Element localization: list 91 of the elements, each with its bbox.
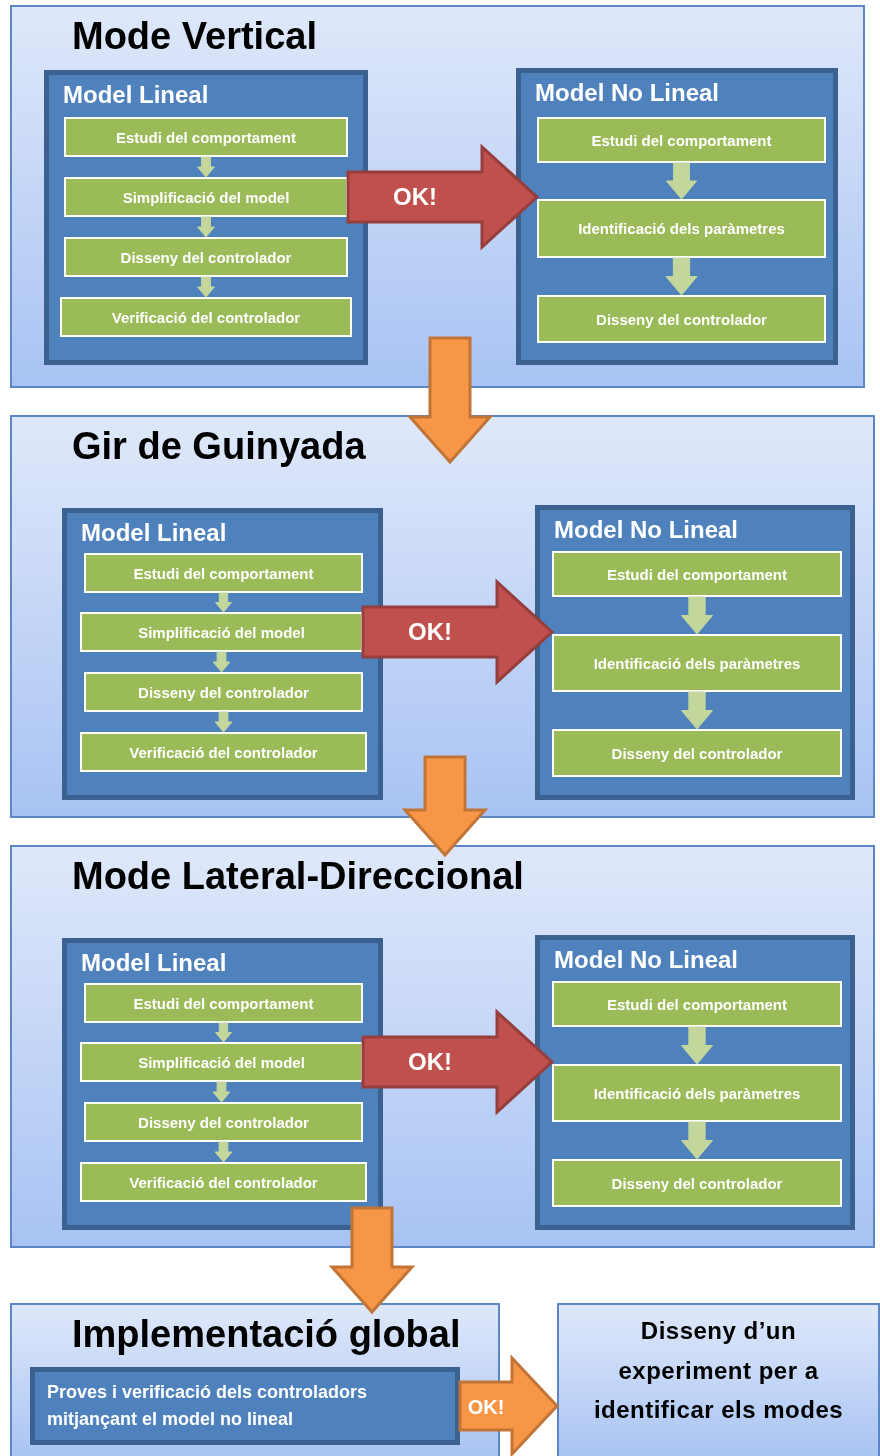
step-label: Verificació del controlador (129, 1173, 318, 1191)
step-label: Disseny del controlador (120, 248, 292, 266)
edge-label: OK! (408, 618, 452, 645)
arrow (212, 651, 231, 673)
process-box (552, 981, 842, 1027)
step-label: Identificació dels paràmetres (578, 220, 785, 237)
arrow (665, 257, 698, 296)
process-box (80, 732, 367, 772)
edge-label: OK! (467, 1396, 505, 1418)
step-label: Verificació del controlador (129, 743, 318, 761)
step-label: Disseny del controlador (138, 683, 309, 701)
model-heading: Model No Lineal (554, 516, 738, 544)
edge-label: OK! (393, 183, 437, 210)
process-box (64, 177, 348, 217)
process-box (80, 1162, 367, 1202)
arrow (197, 156, 215, 178)
step-label: Estudi del comportament (591, 131, 772, 149)
step-label: Disseny del controlador (611, 1174, 783, 1192)
step-label: Simplificació del model (122, 188, 290, 206)
process-box (552, 634, 842, 692)
step-label: Disseny d’un experiment per a identificar els modes (592, 1316, 845, 1426)
process-box (537, 199, 826, 258)
process-box (84, 1102, 363, 1142)
process-box (552, 729, 842, 777)
process-box (552, 1064, 842, 1122)
process-box (30, 1367, 460, 1445)
step-label: Estudi del comportament (607, 565, 787, 583)
section-panel (10, 5, 865, 388)
arrow (215, 592, 232, 613)
step-label: Verificació del controlador (111, 308, 301, 326)
model-panel (62, 938, 383, 1230)
arrow (680, 596, 714, 635)
model-heading: Model Lineal (81, 519, 227, 547)
edge-label: OK! (408, 1048, 452, 1075)
step-label: Disseny del controlador (138, 1113, 309, 1131)
process-box (84, 672, 363, 712)
process-box (537, 117, 826, 163)
arrow (665, 162, 698, 200)
process-box (552, 1159, 842, 1207)
step-label: Estudi del comportament (607, 995, 787, 1013)
model-heading: Model No Lineal (554, 946, 738, 974)
model-panel (535, 505, 855, 800)
arrow (680, 1121, 714, 1160)
arrow (214, 1141, 233, 1163)
step-label: Identificació dels paràmetres (593, 1084, 801, 1102)
model-panel (535, 935, 855, 1230)
step-label: Proves i verificació dels controladors mitjançant el model no lineal (47, 1381, 369, 1431)
arrow (215, 1022, 232, 1043)
step-label: Disseny del controlador (611, 744, 783, 762)
arrow (361, 578, 555, 686)
step-label: Estudi del comportament (133, 994, 314, 1012)
section-title: Implementació global (72, 1313, 461, 1356)
process-box (80, 612, 363, 652)
step-label: Identificació dels paràmetres (593, 654, 801, 672)
arrow (401, 755, 489, 858)
arrow (680, 691, 714, 730)
arrow (214, 711, 233, 733)
step-label: Simplificació del model (138, 623, 305, 641)
model-heading: Model No Lineal (535, 79, 719, 107)
arrow (458, 1354, 560, 1456)
process-box (64, 237, 348, 277)
step-label: Estudi del comportament (133, 564, 314, 582)
arrow (346, 143, 540, 251)
model-panel (516, 68, 838, 365)
step-label: Simplificació del model (138, 1053, 305, 1071)
process-box (64, 117, 348, 157)
section-title: Gir de Guinyada (72, 425, 366, 468)
process-box (557, 1303, 880, 1456)
process-box (60, 297, 352, 337)
arrow (212, 1081, 231, 1103)
process-box (84, 983, 363, 1023)
model-heading: Model Lineal (81, 949, 227, 977)
arrow (197, 216, 215, 238)
process-box (84, 553, 363, 593)
arrow (197, 276, 215, 298)
step-label: Estudi del comportament (116, 128, 296, 146)
section-panel (10, 845, 875, 1248)
section-panel (10, 415, 875, 818)
arrow (328, 1206, 416, 1315)
arrow (406, 336, 494, 465)
model-panel (44, 70, 368, 365)
section-title: Mode Vertical (72, 15, 317, 58)
section-title: Mode Lateral-Direccional (72, 855, 524, 898)
process-box (80, 1042, 363, 1082)
process-box (552, 551, 842, 597)
arrow (680, 1026, 714, 1065)
model-panel (62, 508, 383, 800)
arrow (361, 1008, 555, 1116)
step-label: Disseny del controlador (596, 310, 767, 328)
process-box (537, 295, 826, 343)
model-heading: Model Lineal (63, 81, 209, 109)
